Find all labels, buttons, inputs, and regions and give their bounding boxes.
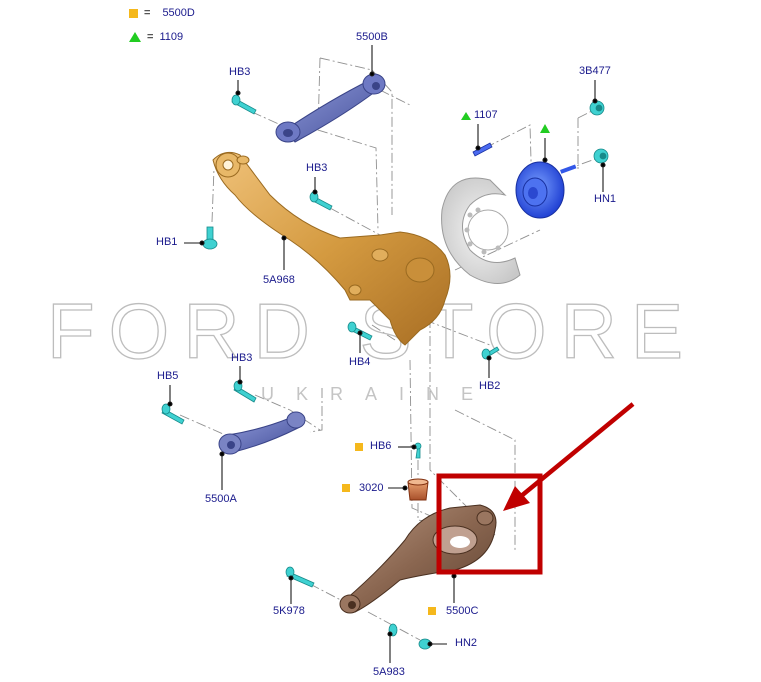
part-label-hn2[interactable]: HN2 <box>455 637 478 649</box>
markers <box>342 112 550 615</box>
part-label-5A968[interactable]: 5A968 <box>263 274 295 286</box>
highlight-arrow-shaft <box>518 402 635 499</box>
spring-seat-3020 <box>407 478 429 501</box>
bolt-hb1 <box>202 226 218 250</box>
part-label-hb2[interactable]: HB2 <box>479 380 501 392</box>
wheel-hub <box>515 161 577 219</box>
legend-item-1109: = 1109 <box>129 31 183 43</box>
green-triangle-marker-hub <box>540 124 550 133</box>
assembly-line <box>329 207 381 236</box>
bolt-hb3-upper <box>231 94 257 115</box>
knuckle-trailing-arm-5A968 <box>212 151 451 346</box>
lower-link-5500A <box>218 411 306 455</box>
part-label-hb3-lower[interactable]: HB3 <box>231 352 253 364</box>
highlight-annotation <box>436 402 635 575</box>
assembly-line <box>317 57 379 231</box>
part-label-1107[interactable]: 1107 <box>474 109 498 121</box>
part-label-hb4[interactable]: HB4 <box>349 356 371 368</box>
nut-3b477 <box>589 100 605 116</box>
green-triangle-marker-1107 <box>461 112 471 120</box>
legend-item-5500D: = 5500D <box>129 7 195 19</box>
watermark-title: FORD STORE <box>47 287 697 375</box>
bolt-hb3-low <box>233 380 257 403</box>
watermark-subtitle: UKRAINE <box>261 384 495 404</box>
orange-square-marker-3020 <box>342 484 350 492</box>
highlight-box <box>436 473 543 575</box>
part-label-5500C[interactable]: 5500C <box>446 605 479 617</box>
brake-dust-shield <box>441 177 521 284</box>
part-label-5500A[interactable]: 5500A <box>205 493 237 505</box>
bolt-hb6 <box>414 442 422 459</box>
green-triangle-icon <box>129 32 141 42</box>
bolt-hb3-mid <box>309 191 333 211</box>
leader-lines <box>167 45 606 663</box>
assembly-line <box>429 300 496 536</box>
assembly-line <box>367 611 421 641</box>
bolt-5k978 <box>285 566 315 588</box>
assembly-line <box>309 583 361 611</box>
part-label-3020[interactable]: 3020 <box>359 482 384 494</box>
part-label-5500B[interactable]: 5500B <box>356 31 388 43</box>
part-label-3B477[interactable]: 3B477 <box>579 65 611 77</box>
nut-hn1 <box>593 148 609 164</box>
assembly-line <box>379 89 411 106</box>
orange-square-marker-hb6 <box>355 443 363 451</box>
legend-code: 1109 <box>159 31 184 43</box>
part-label-hb6[interactable]: HB6 <box>370 440 392 452</box>
orange-square-marker-5500c <box>428 607 436 615</box>
assembly-line <box>309 388 323 433</box>
part-label-hn1[interactable]: HN1 <box>594 193 617 205</box>
bolt-hb5 <box>161 403 185 425</box>
part-label-hb5[interactable]: HB5 <box>157 370 179 382</box>
legend-equals: = <box>144 7 151 19</box>
assembly-line <box>211 167 215 223</box>
assembly-line <box>454 409 516 550</box>
upper-control-arm-5500B <box>275 73 386 143</box>
assembly-line <box>371 324 396 341</box>
watermark: FORD STORE UKRAINE <box>46 286 697 404</box>
assembly-line <box>424 319 491 346</box>
bolt-1107 <box>472 142 493 157</box>
part-label-hb1[interactable]: HB1 <box>156 236 178 248</box>
legend-equals: = <box>147 31 154 43</box>
part-label-hb3-upper[interactable]: HB3 <box>229 66 251 78</box>
part-label-5K978[interactable]: 5K978 <box>273 605 305 617</box>
assembly-line <box>454 229 541 271</box>
bolts <box>161 94 609 650</box>
part-label-5A983[interactable]: 5A983 <box>373 666 405 678</box>
orange-square-icon <box>129 8 138 18</box>
legend-code: 5500D <box>162 7 195 19</box>
assembly-line <box>254 394 321 431</box>
lower-control-arm-5500C <box>339 504 497 614</box>
assembly-line <box>179 414 231 438</box>
part-label-hb3-mid[interactable]: HB3 <box>306 162 328 174</box>
highlight-arrow-head <box>503 486 530 511</box>
